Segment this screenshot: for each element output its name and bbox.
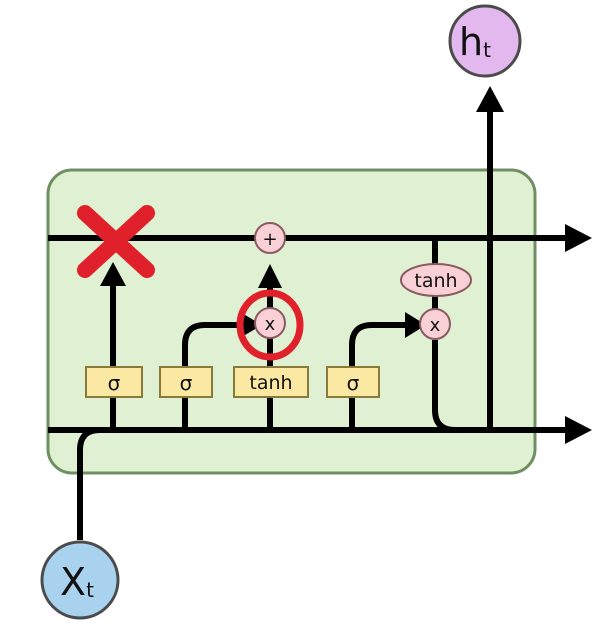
output-node-main: h xyxy=(459,20,483,64)
input-node-xt: Xt xyxy=(40,540,120,620)
output-tanh-op: tanh xyxy=(400,263,472,297)
output-gate-label: σ xyxy=(347,371,360,395)
input-line xyxy=(77,427,101,540)
cell-state-out-arrow xyxy=(565,224,592,252)
output-gate-line xyxy=(349,322,412,430)
output-mult-op-label: x xyxy=(430,315,441,336)
mult-to-add-arrowhead xyxy=(258,264,282,288)
hidden-state-out-arrow xyxy=(565,416,592,444)
add-op-label: + xyxy=(262,229,277,250)
input-node-sub: t xyxy=(86,578,94,602)
input-mult-op: x xyxy=(254,307,286,339)
forget-gate: σ xyxy=(85,366,143,398)
candidate-gate: tanh xyxy=(233,366,309,398)
output-tanh-op-label: tanh xyxy=(414,270,457,292)
input-gate-label: σ xyxy=(180,371,193,395)
output-node-ht: ht xyxy=(448,4,522,78)
cross-x-icon xyxy=(77,205,155,278)
candidate-gate-label: tanh xyxy=(249,372,292,394)
add-op: + xyxy=(254,222,286,254)
ht-arrowhead xyxy=(476,86,504,112)
highlight-ring-icon xyxy=(236,289,304,361)
output-mult-op: x xyxy=(419,308,451,340)
svg-text:Xt: Xt xyxy=(60,560,94,604)
input-gate-arrowhead xyxy=(240,312,262,338)
forget-arrowhead xyxy=(100,262,126,286)
input-gate: σ xyxy=(159,366,213,398)
input-node-main: X xyxy=(60,560,86,604)
output-gate-arrowhead xyxy=(405,312,426,338)
output-gate: σ xyxy=(326,366,380,398)
output-down-line xyxy=(432,340,456,433)
forget-gate-label: σ xyxy=(108,371,121,395)
input-mult-op-label: x xyxy=(265,314,276,335)
output-node-sub: t xyxy=(483,38,491,62)
svg-text:ht: ht xyxy=(459,20,491,64)
input-gate-line xyxy=(182,322,245,430)
